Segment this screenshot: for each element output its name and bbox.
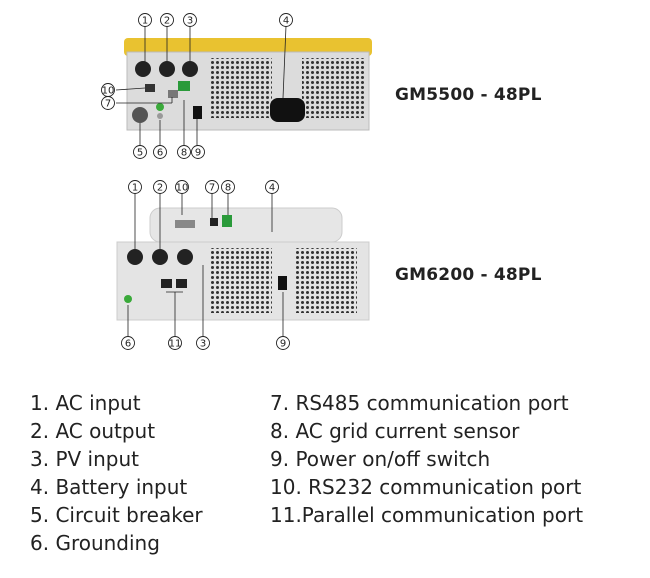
gm6200-callout-number-7: 7: [209, 183, 215, 194]
legend-item-pv-input: 3. PV input: [30, 447, 139, 471]
gm6200-callout-circle-11: [168, 336, 182, 350]
gm6200-callout-number-3: 3: [200, 339, 206, 350]
gm5500-callout-circle-4: [279, 13, 293, 27]
gm6200-callout-number-10: 10: [176, 183, 189, 194]
legend-item-grid-sensor: 8. AC grid current sensor: [270, 419, 520, 443]
gm5500-callout-circle-3: [183, 13, 197, 27]
gm5500-callout-number-7: 7: [105, 99, 111, 110]
gm6200-callout-number-6: 6: [125, 339, 131, 350]
gm6200-callout-circle-9: [276, 336, 290, 350]
gm5500-callout-number-6: 6: [157, 148, 163, 159]
legend-item-parallel: 11.Parallel communication port: [270, 503, 584, 527]
model-title-gm6200: GM6200 - 48PL: [395, 265, 542, 285]
gm5500-callouts: [115, 25, 287, 146]
gm6200-callout-number-4: 4: [269, 183, 275, 194]
gm6200-callouts: [127, 193, 284, 336]
gm6200-callout-circle-8: [221, 180, 235, 194]
gm5500-rear-panel: [124, 38, 372, 131]
gm6200-callout-number-11: 11: [169, 339, 182, 350]
gm5500-callout-circle-5: [133, 145, 147, 159]
gm6200-callout-circle-2: [153, 180, 167, 194]
gm5500-callout-number-1: 1: [142, 16, 148, 27]
gm6200-callout-number-8: 8: [225, 183, 231, 194]
gm5500-callout-number-10: 10: [102, 86, 115, 97]
gm5500-callout-number-2: 2: [164, 16, 170, 27]
gm6200-callout-circle-1: [128, 180, 142, 194]
gm6200-callout-circle-3: [196, 336, 210, 350]
legend-item-rs232: 10. RS232 communication port: [270, 475, 582, 499]
gm5500-callout-circle-6: [153, 145, 167, 159]
gm5500-callout-number-5: 5: [137, 148, 143, 159]
legend-item-grounding: 6. Grounding: [30, 531, 160, 555]
gm6200-rear-panel: [116, 207, 370, 321]
gm5500-callout-circle-8: [177, 145, 191, 159]
legend-item-ac-output: 2. AC output: [30, 419, 156, 443]
legend-item-circuit-breaker: 5. Circuit breaker: [30, 503, 203, 527]
gm5500-callout-number-8: 8: [181, 148, 187, 159]
gm5500-callout-number-4: 4: [283, 16, 289, 27]
legend-item-ac-input: 1. AC input: [30, 391, 141, 415]
model-title-gm5500: GM5500 - 48PL: [395, 85, 542, 105]
gm5500-callout-circle-7: [101, 96, 115, 110]
gm6200-callout-circle-6: [121, 336, 135, 350]
gm6200-callout-circle-4: [265, 180, 279, 194]
legend-item-battery-input: 4. Battery input: [30, 475, 188, 499]
gm5500-callout-circle-9: [191, 145, 205, 159]
gm6200-callout-circle-10: [175, 180, 189, 194]
gm6200-callout-number-2: 2: [157, 183, 163, 194]
legend-item-rs485: 7. RS485 communication port: [270, 391, 569, 415]
gm6200-callout-number-9: 9: [280, 339, 286, 350]
gm5500-callout-circle-2: [160, 13, 174, 27]
gm5500-callout-number-9: 9: [195, 148, 201, 159]
gm6200-callout-number-1: 1: [132, 183, 138, 194]
gm6200-callout-circle-7: [205, 180, 219, 194]
legend-item-power-switch: 9. Power on/off switch: [270, 447, 491, 471]
gm5500-callout-circle-1: [138, 13, 152, 27]
gm5500-callout-number-3: 3: [187, 16, 193, 27]
